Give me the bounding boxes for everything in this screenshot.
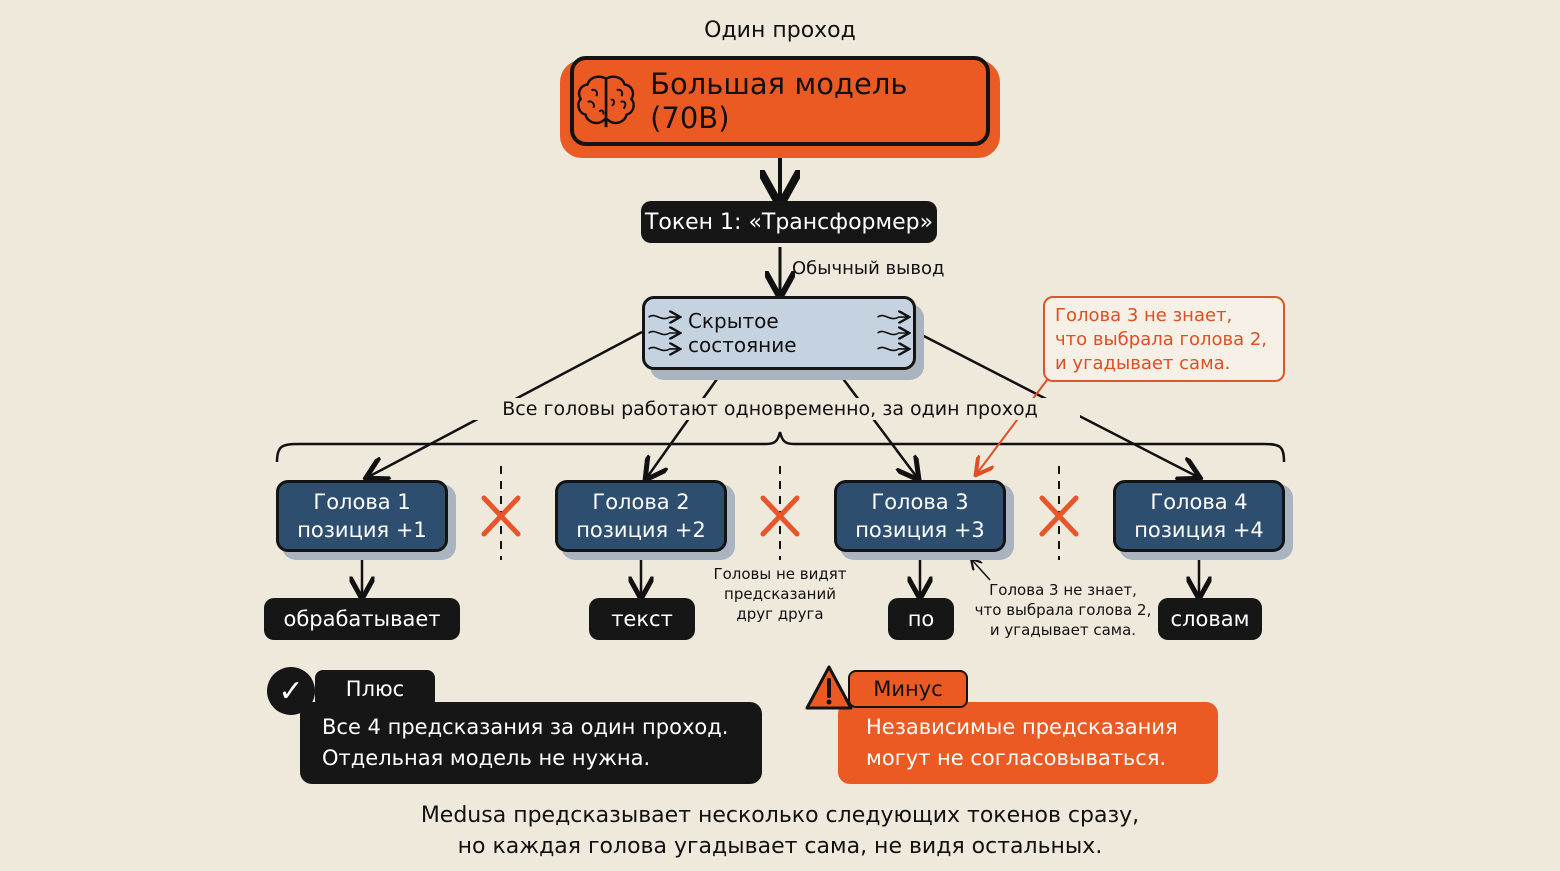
flow-arrows-left-icon (648, 305, 684, 361)
footer-line: но каждая голова угадывает сама, не видя… (457, 834, 1103, 859)
note-line: что выбрала голова 2, (1055, 329, 1268, 350)
footer-line: Medusa предсказывает несколько следующих… (420, 803, 1140, 828)
head3-note-arrow (972, 560, 991, 581)
head-name: Голова 1 (313, 490, 411, 514)
note-line: Голова 3 не знает, (1055, 305, 1233, 326)
warning-icon (805, 665, 853, 710)
head-position: позиция +3 (855, 518, 985, 542)
hidden-state-box: Скрытое состояние (642, 296, 916, 370)
arrow-hidden-to-head-3 (837, 371, 916, 476)
hidden-state-label: Скрытое состояние (687, 309, 797, 357)
token-1-box: Токен 1: «Трансформер» (641, 201, 937, 243)
minus-box: Независимые предсказания могут не соглас… (838, 702, 1218, 784)
head-position: позиция +1 (297, 518, 427, 542)
head-2-box: Голова 2 позиция +2 (555, 480, 727, 552)
heads-brace (275, 431, 1286, 463)
output-label: текст (611, 607, 673, 631)
big-model-box: Большая модель (70B) (570, 56, 990, 146)
head-name: Голова 4 (1150, 490, 1248, 514)
head-name: Голова 2 (592, 490, 690, 514)
head3-note-callout: Голова 3 не знает, что выбрала голова 2,… (1043, 296, 1285, 382)
note-line: Голова 3 не знает, (989, 581, 1137, 599)
cross-icon-3 (1039, 495, 1079, 537)
token-1-label: Токен 1: «Трансформер» (644, 209, 934, 235)
flow-arrows-right-icon (877, 305, 913, 361)
minus-tab-label: Минус (873, 677, 943, 701)
plus-line: Все 4 предсказания за один проход. (322, 715, 729, 739)
note-line: что выбрала голова 2, (974, 601, 1152, 619)
output-token-4: словам (1158, 598, 1262, 640)
note-line: и угадывает сама. (989, 621, 1137, 639)
minus-line: могут не согласовываться. (866, 746, 1167, 770)
note-line: предсказаний (724, 585, 836, 603)
output-label: словам (1170, 607, 1250, 631)
output-label: по (907, 607, 935, 631)
note-line: Головы не видят (713, 565, 847, 583)
normal-output-label: Обычный вывод (792, 258, 945, 279)
note-line: друг друга (736, 605, 824, 623)
plus-box: Все 4 предсказания за один проход. Отдел… (300, 702, 762, 784)
output-token-1: обрабатывает (264, 598, 460, 640)
head-name: Голова 3 (871, 490, 969, 514)
note-arrow (978, 375, 1051, 472)
plus-tab-label: Плюс (345, 677, 405, 701)
arrow-hidden-to-head-2 (648, 371, 724, 476)
minus-tab: Минус (848, 670, 968, 708)
note-line: и угадывает сама. (1055, 353, 1231, 374)
big-model-title: Большая модель (70B) (650, 67, 908, 135)
head3-small-note: Голова 3 не знает, что выбрала голова 2,… (968, 580, 1158, 640)
plus-tab: Плюс (315, 670, 435, 708)
heads-no-see-note: Головы не видят предсказаний друг друга (700, 564, 860, 624)
cross-icon-2 (760, 495, 800, 537)
output-token-3: по (888, 598, 954, 640)
head-1-box: Голова 1 позиция +1 (276, 480, 448, 552)
brain-icon (577, 75, 635, 128)
simultaneous-label: Все головы работают одновременно, за оди… (460, 398, 1080, 420)
footer-caption: Medusa предсказывает несколько следующих… (380, 800, 1180, 862)
single-pass-label: Один проход (704, 18, 856, 43)
head-position: позиция +2 (576, 518, 706, 542)
head-3-box: Голова 3 позиция +3 (834, 480, 1006, 552)
head-position: позиция +4 (1134, 518, 1264, 542)
cross-icon-1 (481, 495, 521, 537)
check-icon: ✓ (267, 667, 315, 715)
minus-line: Независимые предсказания (866, 715, 1178, 739)
plus-line: Отдельная модель не нужна. (322, 746, 651, 770)
head-4-box: Голова 4 позиция +4 (1113, 480, 1285, 552)
output-label: обрабатывает (283, 607, 441, 631)
output-token-2: текст (589, 598, 695, 640)
